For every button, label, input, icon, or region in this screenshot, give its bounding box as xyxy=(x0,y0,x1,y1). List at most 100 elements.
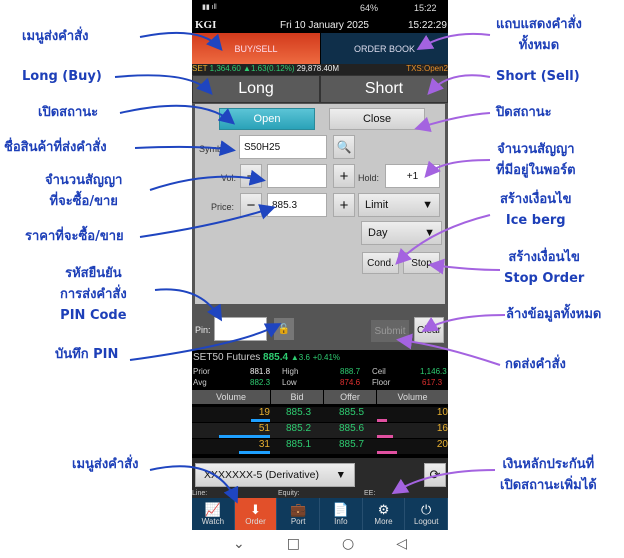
futures-change: ▲3.6 xyxy=(290,353,310,362)
back-icon[interactable]: ◁ xyxy=(396,536,407,552)
bid-offer-row: 51 885.2 885.6 16 xyxy=(192,423,448,438)
nav-port[interactable]: 💼Port xyxy=(277,498,321,530)
futures-title-row: SET50 Futures 885.4 ▲3.6 +0.41% xyxy=(192,352,448,363)
bid-volume-bar xyxy=(251,419,270,422)
bid-offer-row: 19 885.3 885.5 10 xyxy=(192,407,448,422)
price-plus-button[interactable]: + xyxy=(333,193,355,217)
annotation-line: ที่จะซื้อ/ขาย xyxy=(49,194,118,209)
refresh-button[interactable]: ⟳ xyxy=(424,463,446,487)
futures-quote: SET50 Futures 885.4 ▲3.6 +0.41% Prior 88… xyxy=(192,352,448,454)
chevron-down-icon: ▼ xyxy=(422,199,433,211)
low-label: Low xyxy=(282,378,297,387)
search-button[interactable]: 🔍 xyxy=(333,135,355,159)
chart-icon: 📈 xyxy=(204,501,221,517)
offer-volume: 20 xyxy=(436,439,448,450)
hold-label: Hold: xyxy=(358,173,380,183)
annotation-submit: กดส่งคำสั่ง xyxy=(505,357,566,372)
home-icon[interactable]: ○ xyxy=(341,536,355,552)
bid-offer-row: 31 885.1 885.7 20 xyxy=(192,439,448,454)
annotation-line: จำนวนสัญญา xyxy=(497,142,575,157)
annotation-line: Ice berg xyxy=(505,213,566,228)
annotation-line: การส่งคำสั่ง xyxy=(60,287,127,302)
price-input[interactable]: 885.3 xyxy=(267,193,327,217)
vol-plus-button[interactable]: + xyxy=(333,164,355,188)
chevron-down-icon: ▼ xyxy=(424,227,435,239)
nav-label: Watch xyxy=(201,516,225,526)
annotation-order-menu: เมนูส่งคำสั่ง xyxy=(22,29,89,44)
signal-icon: ▮▮ ıll xyxy=(202,4,217,11)
bid-volume: 31 xyxy=(258,439,270,450)
nav-watch[interactable]: 📈Watch xyxy=(192,498,235,530)
order-form: Open Close Symbol: S50H25 🔍 Vol: − + Hol… xyxy=(195,104,445,304)
chevron-down-icon[interactable]: ⌄ xyxy=(233,536,245,552)
nav-more[interactable]: ⚙More xyxy=(363,498,406,530)
briefcase-icon: 💼 xyxy=(290,501,307,517)
annotation-line: รหัสยืนยัน xyxy=(65,266,122,281)
gear-icon: ⚙ xyxy=(377,501,390,517)
ee-label: EE: xyxy=(364,490,376,497)
nav-label: Logout xyxy=(413,516,439,526)
annotation-line: สร้างเงื่อนไข xyxy=(500,192,572,207)
bottom-nav: 📈Watch ⬇Order 💼Port 📄Info ⚙More ⏻Logout xyxy=(192,498,448,530)
annotation-line: Stop Order xyxy=(504,271,585,286)
bid-volume-bar xyxy=(219,435,270,438)
offer-volume-bar xyxy=(377,419,387,422)
short-button[interactable]: Short xyxy=(320,75,448,103)
annotation-symbol: ชื่อสินค้าที่ส่งคำสั่ง xyxy=(4,140,107,155)
status-time: 15:22 xyxy=(414,3,437,13)
header-offer-volume: Volume xyxy=(377,390,448,404)
equity-label: Equity: xyxy=(278,490,300,497)
account-select[interactable]: XXXXXXX-5 (Derivative)▼ xyxy=(195,463,355,487)
annotation-excess-equity: เงินหลักประกันที่เปิดสถานะเพิ่มได้ xyxy=(500,454,597,496)
offer-price: 885.6 xyxy=(339,423,365,434)
phone-screen: ▮▮ ıll 64% 15:22 KGI Fri 10 January 2025… xyxy=(192,0,448,530)
set-change: ▲1.63(0.12%) xyxy=(243,64,295,73)
recents-icon[interactable]: □ xyxy=(286,536,300,552)
prior-value: 881.8 xyxy=(250,367,271,376)
offer-volume-bar xyxy=(377,435,393,438)
header-date: Fri 10 January 2025 xyxy=(280,20,369,31)
open-button[interactable]: Open xyxy=(219,108,315,130)
annotation-iceberg: สร้างเงื่อนไข Ice berg xyxy=(500,189,571,231)
annotation-short: Short (Sell) xyxy=(496,69,580,84)
document-icon: 📄 xyxy=(332,501,349,517)
header-bid: Bid xyxy=(271,390,323,404)
nav-order[interactable]: ⬇Order xyxy=(234,498,278,530)
vol-input[interactable] xyxy=(267,164,327,188)
nav-info[interactable]: 📄Info xyxy=(320,498,363,530)
nav-logout[interactable]: ⏻Logout xyxy=(405,498,448,530)
order-type-select[interactable]: Limit ▼ xyxy=(358,193,440,217)
annotation-line: แถบแสดงคำสั่ง xyxy=(496,17,582,32)
prior-label: Prior xyxy=(193,367,210,376)
floor-label: Floor xyxy=(372,378,391,387)
symbol-input[interactable]: S50H25 xyxy=(239,135,327,159)
validity-select[interactable]: Day ▼ xyxy=(361,221,442,245)
bid-price: 885.2 xyxy=(286,423,312,434)
annotation-close: ปิดสถานะ xyxy=(496,105,552,120)
high-value: 888.7 xyxy=(340,367,361,376)
txs-status: TXS:Open2 xyxy=(406,64,448,73)
avg-value: 882.3 xyxy=(250,378,271,387)
header-bid-volume: Volume xyxy=(192,390,270,404)
validity-value: Day xyxy=(368,227,388,239)
header-offer: Offer xyxy=(324,390,376,404)
power-icon: ⏻ xyxy=(421,501,432,517)
futures-pct: +0.41% xyxy=(312,353,341,362)
ceil-value: 1,146.3 xyxy=(420,367,447,376)
account-value: XXXXXXX-5 (Derivative) xyxy=(204,469,319,481)
pin-input[interactable] xyxy=(214,317,267,341)
kgi-logo: KGI xyxy=(195,19,217,31)
floor-value: 617.3 xyxy=(422,378,443,387)
order-type-value: Limit xyxy=(365,199,389,211)
close-button[interactable]: Close xyxy=(329,108,425,130)
header: KGI Fri 10 January 2025 15:22:29 xyxy=(192,18,448,33)
annotation-price: ราคาที่จะซื้อ/ขาย xyxy=(25,229,124,244)
line-label: Line: xyxy=(192,490,208,497)
pin-label: Pin: xyxy=(195,325,211,335)
annotation-line: เปิดสถานะเพิ่มได้ xyxy=(500,478,597,493)
download-icon: ⬇ xyxy=(250,501,261,517)
long-button[interactable]: Long xyxy=(192,75,320,103)
bid-volume-bar xyxy=(239,451,270,454)
